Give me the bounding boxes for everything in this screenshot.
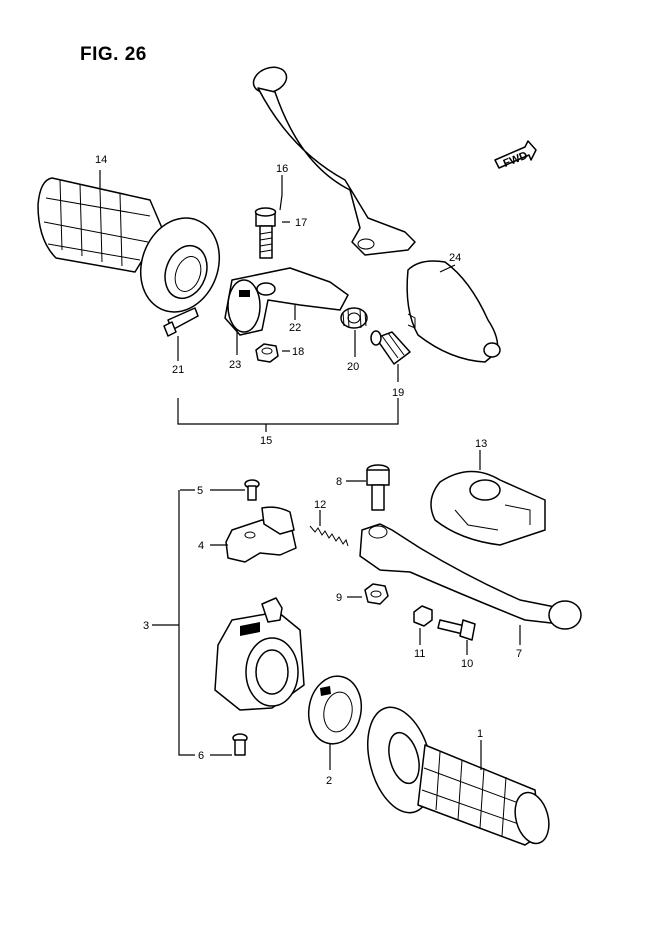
callout-8: 8 — [336, 476, 342, 488]
nut-11-part — [413, 605, 433, 627]
callout-15: 15 — [260, 435, 272, 447]
clutch-lever-part — [252, 66, 416, 256]
screw-5-part — [244, 479, 260, 501]
brake-lever-part — [359, 523, 582, 630]
callout-5: 5 — [197, 485, 203, 497]
callout-13: 13 — [475, 438, 487, 450]
throttle-pulley-part — [307, 675, 363, 745]
callout-labels: 14 16 17 24 22 23 18 20 21 19 15 13 8 5 … — [95, 154, 522, 787]
bolt-10-part — [437, 619, 476, 641]
lever-cover-13-part — [430, 470, 546, 546]
adjuster-nut-part — [340, 307, 368, 329]
adjuster-bolt-part — [370, 330, 411, 365]
callout-12: 12 — [314, 499, 326, 511]
fwd-label: FWD — [502, 150, 530, 171]
callout-18: 18 — [292, 346, 304, 358]
screw-21-part — [163, 307, 199, 337]
callout-20: 20 — [347, 361, 359, 373]
nut-9-part — [364, 583, 389, 605]
lever-cover-part — [406, 260, 501, 363]
callout-10: 10 — [461, 658, 473, 670]
callout-7: 7 — [516, 648, 522, 660]
bolt-17-part — [254, 207, 277, 259]
callout-9: 9 — [336, 592, 342, 604]
callout-22: 22 — [289, 322, 301, 334]
callout-6: 6 — [198, 750, 204, 762]
lever-holder-part — [224, 267, 349, 336]
callout-14: 14 — [95, 154, 107, 166]
right-grip-part — [367, 706, 550, 846]
clamp-4-part — [225, 506, 297, 563]
callout-2: 2 — [326, 775, 332, 787]
callout-3: 3 — [143, 620, 149, 632]
nut-18-part — [255, 343, 279, 363]
switch-housing-part — [214, 597, 305, 711]
callout-17: 17 — [295, 217, 307, 229]
pivot-bolt-part — [366, 464, 390, 511]
callout-23: 23 — [229, 359, 241, 371]
callout-16: 16 — [276, 163, 288, 175]
spring-12-part — [309, 525, 349, 547]
screw-6-part — [232, 733, 248, 756]
callout-1: 1 — [477, 728, 483, 740]
callout-24: 24 — [449, 252, 461, 264]
left-grip-part — [37, 177, 221, 313]
figure-title: FIG. 26 — [80, 44, 147, 65]
callout-4: 4 — [198, 540, 204, 552]
leader-lines — [99, 170, 521, 770]
fwd-arrow-icon: FWD — [494, 140, 537, 171]
callout-21: 21 — [172, 364, 184, 376]
callout-19: 19 — [392, 387, 404, 399]
callout-11: 11 — [414, 648, 425, 660]
